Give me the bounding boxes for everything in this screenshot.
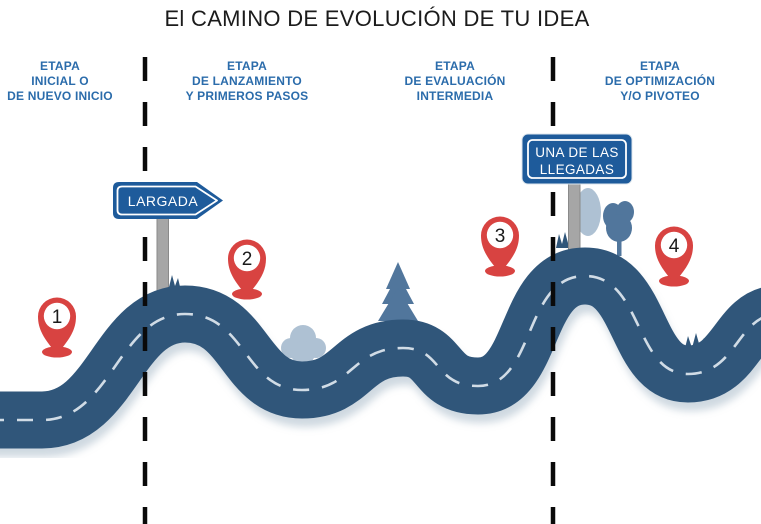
- arrival-sign-line-2: LLEGADAS: [540, 162, 614, 177]
- tree-pine-icon: [378, 262, 418, 325]
- road: [0, 247, 761, 449]
- pin-4: 4: [655, 226, 693, 287]
- stage-1-line-3: DE NUEVO INICIO: [7, 89, 113, 103]
- stage-1-line-1: ETAPA: [40, 59, 80, 73]
- arrival-sign-board: [521, 133, 633, 185]
- stage-1-line-2: INICIAL O: [31, 74, 89, 88]
- tree-round-valley: [281, 325, 326, 378]
- stage-label-4: ETAPA DE OPTIMIZACIÓN Y/O PIVOTEO: [605, 59, 715, 103]
- tree-round-light-hill: [575, 188, 601, 236]
- start-sign-label: LARGADA: [128, 193, 199, 209]
- stage-4-line-1: ETAPA: [640, 59, 680, 73]
- pin-3: 3: [481, 216, 519, 277]
- pin-1-circle: [43, 302, 71, 330]
- stage-4-line-2: DE OPTIMIZACIÓN: [605, 73, 715, 88]
- stage-3-line-1: ETAPA: [435, 59, 475, 73]
- pin-2: 2: [228, 239, 266, 300]
- pin-2-circle: [233, 244, 261, 272]
- tree-round-dark-hill: [603, 201, 634, 256]
- road-center-line: [0, 274, 761, 422]
- pin-3-number: 3: [495, 226, 506, 247]
- stage-2-line-3: Y PRIMEROS PASOS: [186, 89, 309, 103]
- start-sign-board: [113, 182, 223, 219]
- start-sign: LARGADA: [113, 182, 223, 219]
- pin-1: 1: [38, 297, 76, 358]
- stage-2-line-2: DE LANZAMIENTO: [192, 74, 302, 88]
- start-sign-post-icon: [156, 215, 169, 299]
- start-sign-border: [116, 185, 218, 216]
- pin-4-number: 4: [669, 236, 680, 257]
- stage-2-line-1: ETAPA: [227, 59, 267, 73]
- stage-label-3: ETAPA DE EVALUACIÓN INTERMEDIA: [404, 59, 505, 103]
- stage-3-line-2: DE EVALUACIÓN: [404, 73, 505, 88]
- stage-label-2: ETAPA DE LANZAMIENTO Y PRIMEROS PASOS: [186, 59, 309, 103]
- stage-3-line-3: INTERMEDIA: [417, 89, 494, 103]
- stage-4-line-3: Y/O PIVOTEO: [620, 89, 700, 103]
- page-title: El CAMINO DE EVOLUCIÓN DE TU IDEA: [164, 6, 589, 31]
- arrival-sign-line-1: UNA DE LAS: [535, 145, 619, 160]
- pin-4-circle: [660, 231, 688, 259]
- pin-3-circle: [486, 221, 514, 249]
- arrival-sign: UNA DE LAS LLEGADAS: [521, 133, 633, 185]
- pin-1-number: 1: [52, 307, 63, 328]
- stage-label-1: ETAPA INICIAL O DE NUEVO INICIO: [7, 59, 113, 103]
- arrival-sign-border: [527, 139, 627, 179]
- arrival-sign-post-icon: [568, 181, 581, 255]
- pin-2-number: 2: [242, 249, 253, 270]
